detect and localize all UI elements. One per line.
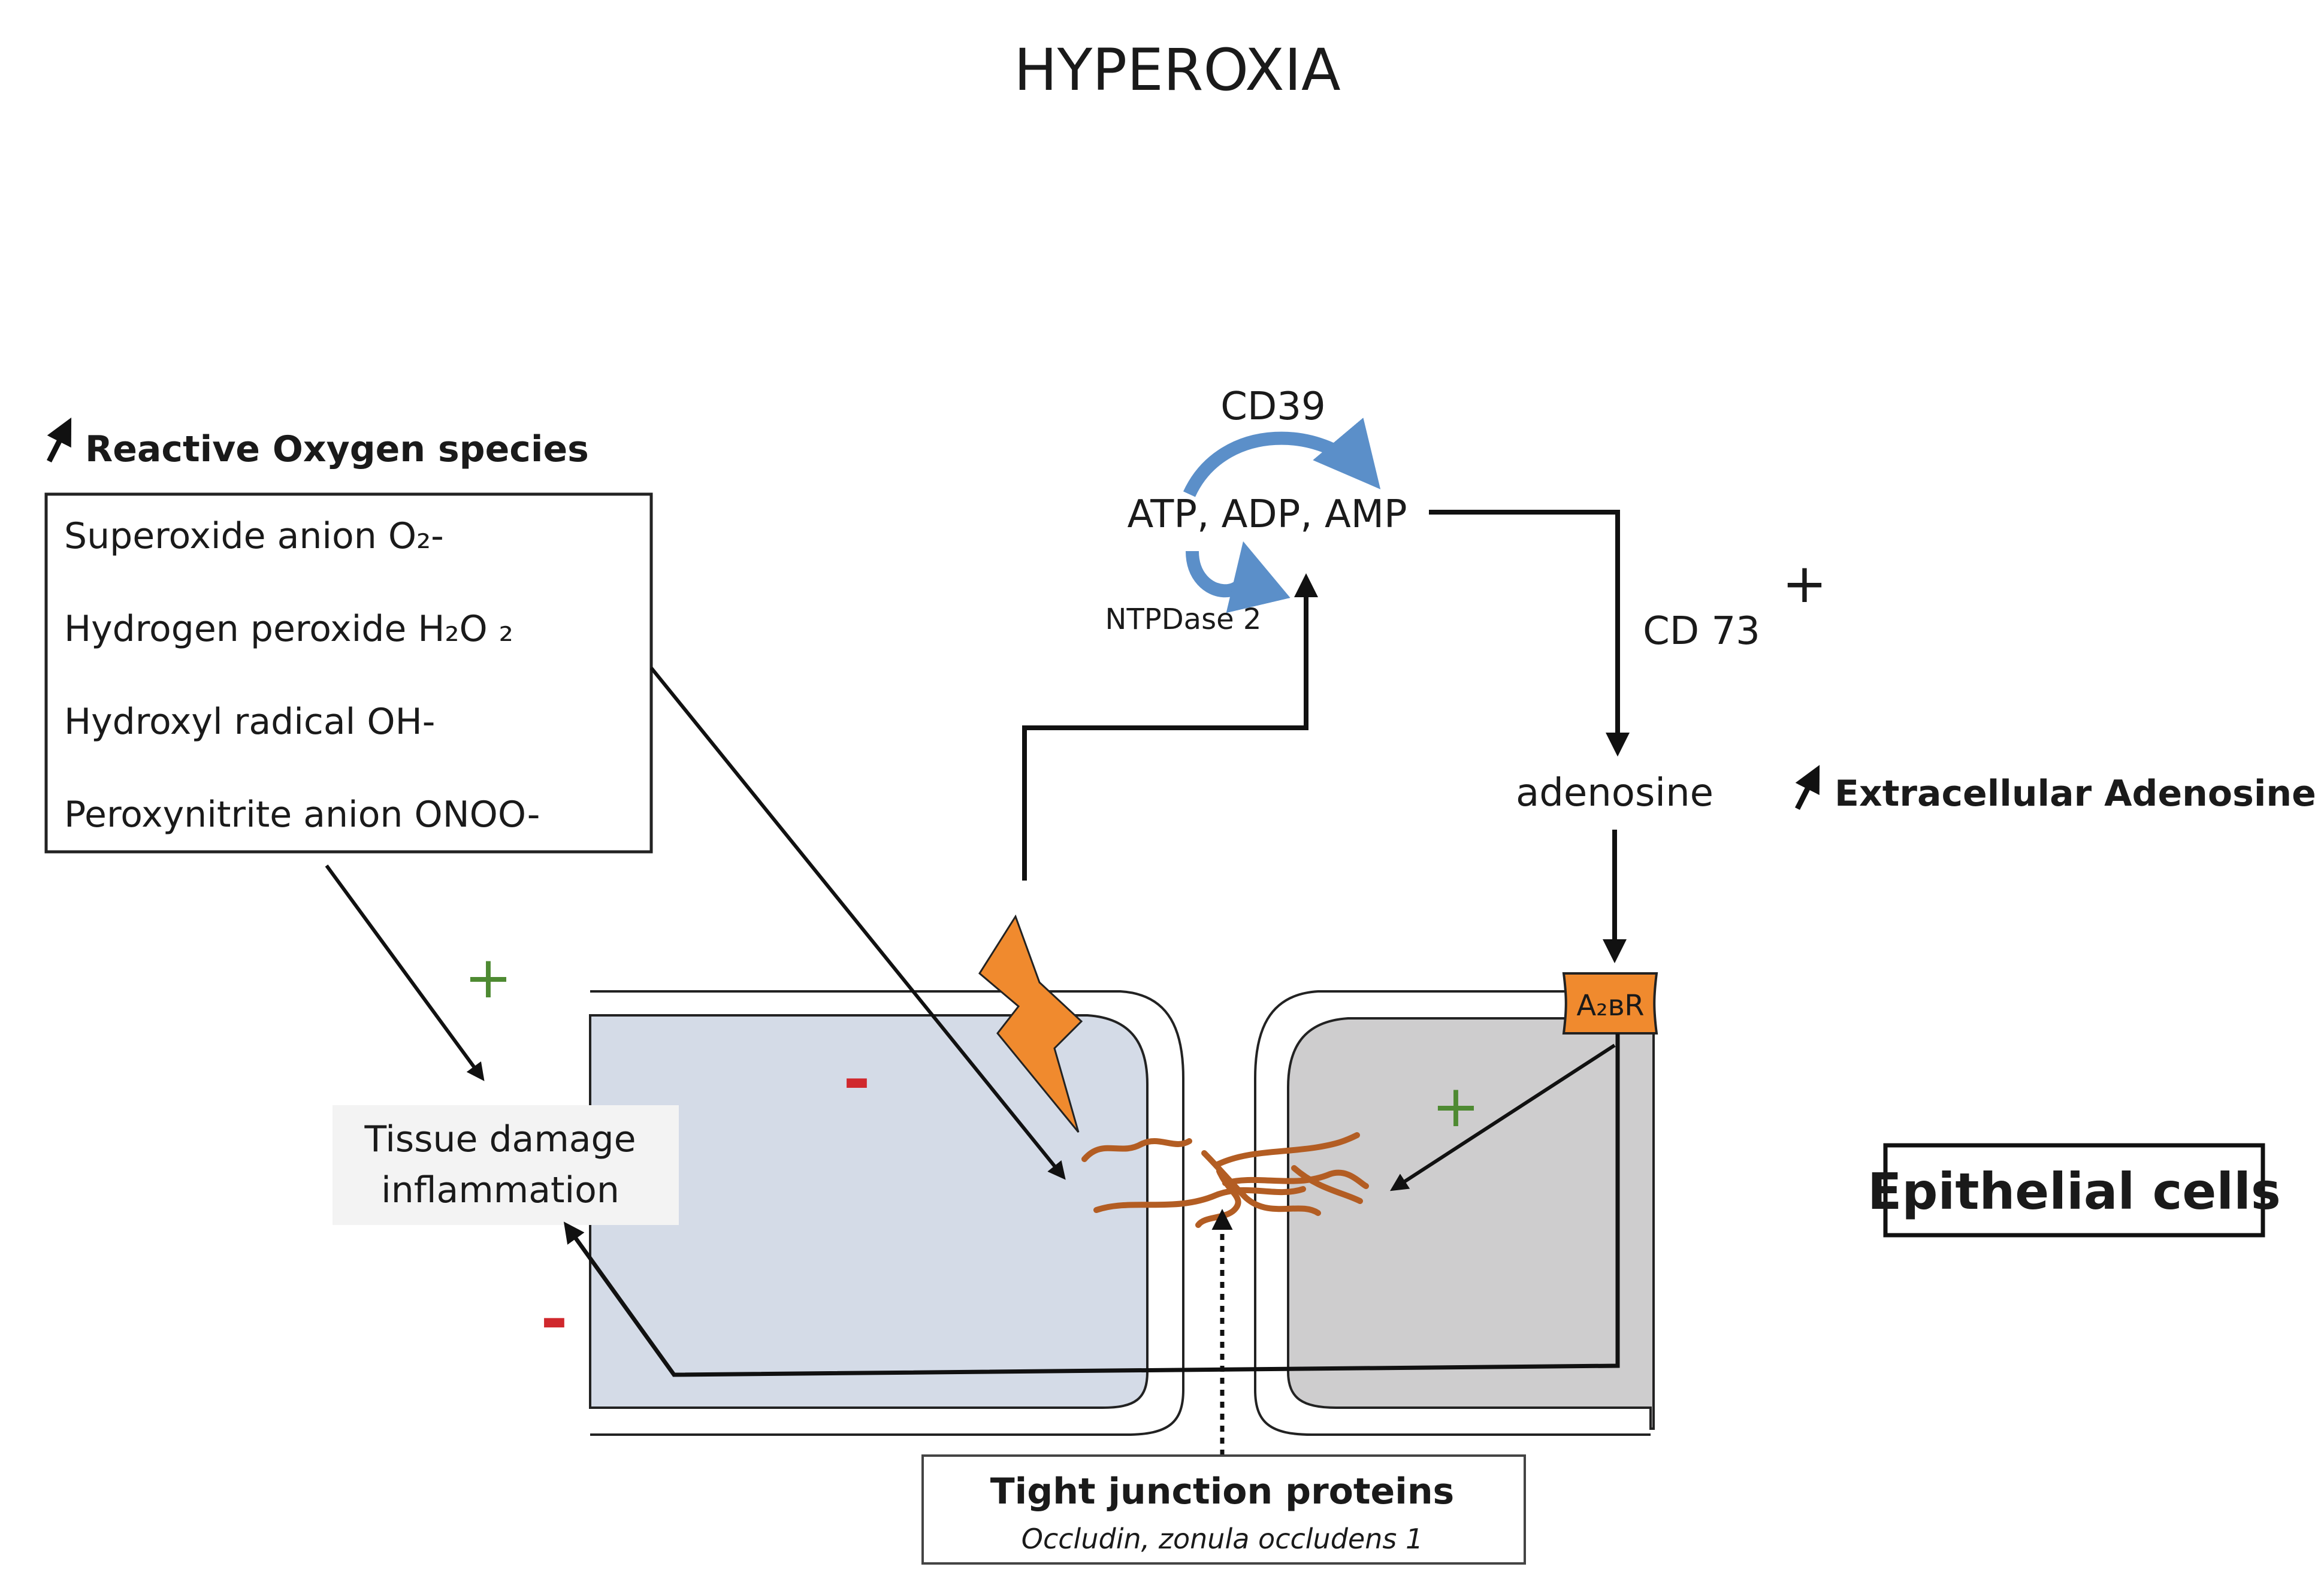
tight-junction-box [921, 1454, 1526, 1565]
a2b-receptor [1562, 972, 1658, 1035]
tight-junction-fibers [1081, 1132, 1369, 1228]
a2b-receptor-label: A₂ʙR [1576, 989, 1644, 1023]
ros-item-hydroxyl-radical: Hydroxyl radical OH- [64, 701, 435, 743]
ros-item-peroxynitrite: Peroxynitrite anion ONOO- [64, 794, 540, 836]
tissue-damage-highlight [333, 1105, 679, 1225]
adenosine-increase-arrow-icon [1794, 764, 1820, 810]
ros-box [44, 492, 653, 854]
ros-tight-junction-minus-sign: - [843, 1041, 871, 1118]
receptor-tissue-minus-sign: - [540, 1281, 568, 1357]
lightning-bolt-icon [978, 914, 1083, 1133]
adenosine-label: adenosine [1516, 771, 1713, 815]
receptor-tight-junction-plus-sign: + [1432, 1073, 1480, 1140]
receptor-to-tissue-damage-arrow [563, 1033, 1620, 1377]
cd73-plus-sign: + [1782, 552, 1827, 615]
epithelial-cells-box [1883, 1143, 2265, 1238]
ros-tissue-plus-sign: + [464, 944, 512, 1011]
left-epithelial-cell [589, 990, 1184, 1436]
cd73-label: CD 73 [1643, 609, 1760, 654]
tissue-damage-line1: Tissue damage [364, 1118, 636, 1160]
cd39-cycle-arrow-icon [1183, 418, 1381, 497]
ros-item-hydrogen-peroxide: Hydrogen peroxide H₂O ₂ [64, 608, 513, 650]
ntpdase-label: NTPDase 2 [1105, 603, 1262, 636]
epithelial-cells-label: Epithelial cells [1867, 1162, 2281, 1221]
right-epithelial-cell [1254, 990, 1655, 1436]
cd73-conversion-arrow [1429, 510, 1630, 757]
receptor-to-tight-junction-arrow [1389, 1043, 1616, 1191]
tight-junction-title: Tight junction proteins [990, 1471, 1455, 1513]
ros-to-tight-junction-arrow [649, 667, 1066, 1180]
cd39-label: CD39 [1220, 385, 1325, 429]
tight-junction-subtitle: Occludin, zonula occludens 1 [1022, 1523, 1423, 1555]
ros-item-superoxide: Superoxide anion O₂- [64, 515, 444, 557]
tissue-damage-line2: inflammation [381, 1169, 619, 1211]
ros-heading: Reactive Oxygen species [85, 428, 589, 470]
nucleotides-label: ATP, ADP, AMP [1127, 492, 1407, 537]
diagram-title: HYPEROXIA [1014, 37, 1340, 104]
extracellular-adenosine-label: Extracellular Adenosine [1835, 773, 2316, 815]
release-to-nucleotides-arrow [1022, 573, 1318, 881]
ros-to-tissue-damage-arrow [325, 864, 485, 1081]
ntpdase-cycle-arrow-icon [1186, 541, 1291, 613]
ros-increase-arrow-icon [46, 417, 72, 463]
